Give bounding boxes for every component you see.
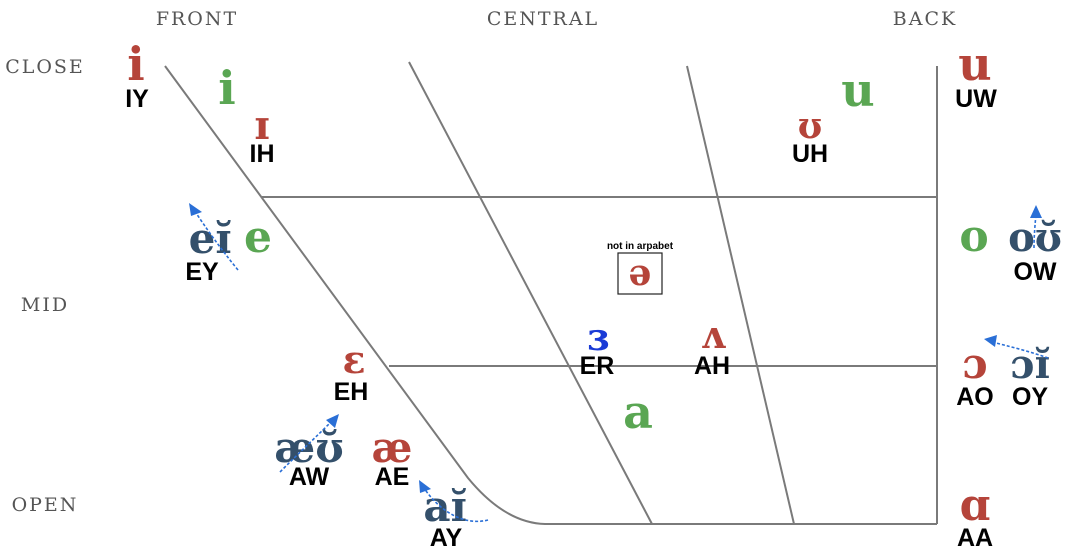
vowel-symbol-ah: ʌ <box>701 312 727 357</box>
vowel-symbol-uw: u <box>958 37 991 91</box>
row-label-close: CLOSE <box>5 56 85 78</box>
column-label-central: CENTRAL <box>487 8 599 30</box>
vowel-symbol-iy: i <box>127 37 144 91</box>
vowel-symbol-ey: eɪ̆ <box>189 214 232 263</box>
arpabet-label-uw: UW <box>955 85 997 113</box>
row-label-mid: MID <box>21 294 69 316</box>
front-edge-line <box>164 65 937 525</box>
column-label-front: FRONT <box>156 8 238 30</box>
arpabet-label-eh: EH <box>334 378 369 406</box>
vowel-symbol-i-green: i <box>218 61 235 115</box>
column-label-back: BACK <box>893 8 957 30</box>
arrow-ow-icon <box>1030 205 1042 249</box>
diphthong-arrows <box>189 203 1049 523</box>
arpabet-label-er: ER <box>580 352 615 380</box>
vowel-symbol-aa: ɑ <box>960 480 991 531</box>
arrow-ay-icon <box>419 480 489 523</box>
row-label-open: OPEN <box>12 494 79 516</box>
vowel-symbol-er: ɜ <box>587 314 608 359</box>
vowel-symbol-eh: ɛ <box>342 337 365 382</box>
arpabet-label-oy: OY <box>1012 383 1048 411</box>
arrow-ey-icon <box>189 203 239 271</box>
arpabet-label-aa: AA <box>957 524 993 552</box>
arpabet-label-aw: AW <box>289 463 330 491</box>
arpabet-label-ae: AE <box>375 463 410 491</box>
arrow-oy-icon <box>984 335 1049 359</box>
arpabet-label-uh: UH <box>792 140 828 168</box>
arrow-aw-icon <box>279 414 339 473</box>
vowel-symbol-ay: aɪ̆ <box>423 482 466 531</box>
arpabet-label-ey: EY <box>185 258 219 286</box>
vowel-symbol-uh: ʊ <box>798 105 822 147</box>
central-back-line <box>686 65 795 525</box>
vowel-symbol-a-green: a <box>623 385 653 439</box>
vowel-symbol-ao: ɔ <box>962 339 988 388</box>
schwa-note: not in arpabet <box>607 241 674 252</box>
arpabet-label-ih: IH <box>250 140 275 168</box>
arpabet-label-ah: AH <box>694 352 730 380</box>
vowel-symbol-o-green: o <box>959 211 988 262</box>
vowel-symbol-ae: æ <box>372 423 413 472</box>
arpabet-label-ao: AO <box>956 383 994 411</box>
arpabet-label-ay: AY <box>430 524 463 552</box>
schwa-box <box>617 252 663 295</box>
vowel-symbol-u-green: u <box>841 63 874 117</box>
vowel-symbol-schwa: ə <box>629 252 652 294</box>
central-front-line <box>408 61 653 525</box>
vowel-symbol-ih: ɪ <box>254 102 269 149</box>
arpabet-label-ow: OW <box>1013 258 1056 286</box>
vowel-trapezoid-grid <box>164 61 938 525</box>
vowel-symbol-oy: ɔɪ̆ <box>1010 341 1050 388</box>
vowel-symbol-e-green: e <box>244 212 272 263</box>
vowel-symbol-aw: æʊ̆ <box>274 423 343 472</box>
arpabet-label-iy: IY <box>125 85 149 113</box>
